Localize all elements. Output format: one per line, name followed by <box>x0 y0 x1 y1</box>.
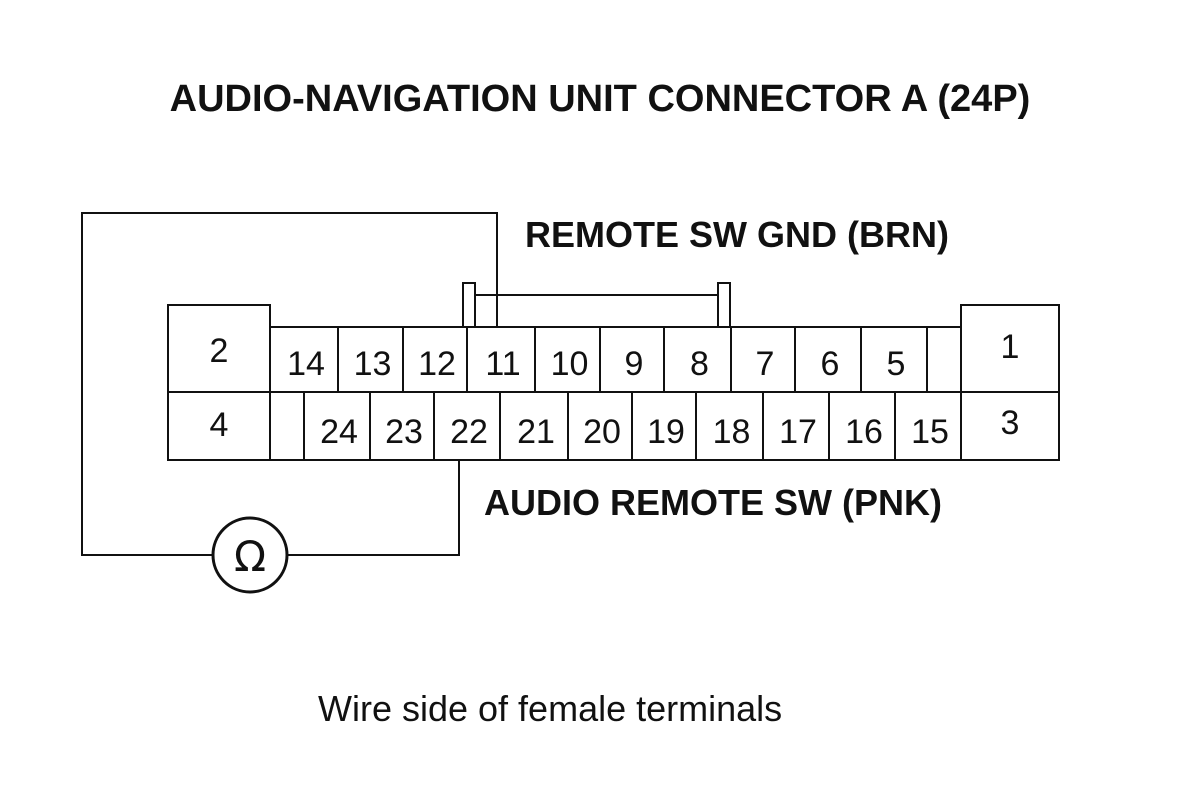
bottom-row-dividers <box>303 392 896 460</box>
pin-19: 19 <box>647 413 685 451</box>
pin-14: 14 <box>287 345 325 383</box>
right-block-pins: 1 3 <box>1001 328 1020 442</box>
pin-12: 12 <box>418 345 456 383</box>
pin-9: 9 <box>625 345 644 383</box>
pin-5: 5 <box>887 345 906 383</box>
page-title: AUDIO-NAVIGATION UNIT CONNECTOR A (24P) <box>169 78 1031 120</box>
pin-7: 7 <box>756 345 775 383</box>
top-row-dividers <box>337 327 928 392</box>
pin-13: 13 <box>354 345 392 383</box>
pin-1: 1 <box>1001 328 1020 366</box>
pin-10: 10 <box>551 345 589 383</box>
left-block-pins: 2 4 <box>210 332 229 444</box>
remote-sw-gnd-label: REMOTE SW GND (BRN) <box>525 214 949 255</box>
pin-23: 23 <box>385 413 423 451</box>
pin-8: 8 <box>690 345 709 383</box>
pin-2: 2 <box>210 332 229 370</box>
pin-11: 11 <box>485 345 520 383</box>
pin-6: 6 <box>821 345 840 383</box>
pin-18: 18 <box>713 413 751 451</box>
ohm-symbol: Ω <box>234 532 266 581</box>
ohmmeter-icon: Ω <box>211 516 289 594</box>
audio-remote-sw-label: AUDIO REMOTE SW (PNK) <box>484 482 942 523</box>
connector-body <box>167 282 1060 461</box>
pin-4: 4 <box>210 406 229 444</box>
pin-20: 20 <box>583 413 621 451</box>
top-row-pins: 14 13 12 11 10 9 8 7 6 5 <box>287 345 905 383</box>
caption: Wire side of female terminals <box>318 688 783 729</box>
bottom-row-pins: 24 23 22 21 20 19 18 17 16 15 <box>320 413 949 451</box>
pin-21: 21 <box>517 413 555 451</box>
pin-22: 22 <box>450 413 488 451</box>
pin-24: 24 <box>320 413 358 451</box>
pin-3: 3 <box>1001 404 1020 442</box>
pin-15: 15 <box>911 413 949 451</box>
pin-17: 17 <box>779 413 817 451</box>
meter-wire <box>81 212 498 556</box>
pin-16: 16 <box>845 413 883 451</box>
